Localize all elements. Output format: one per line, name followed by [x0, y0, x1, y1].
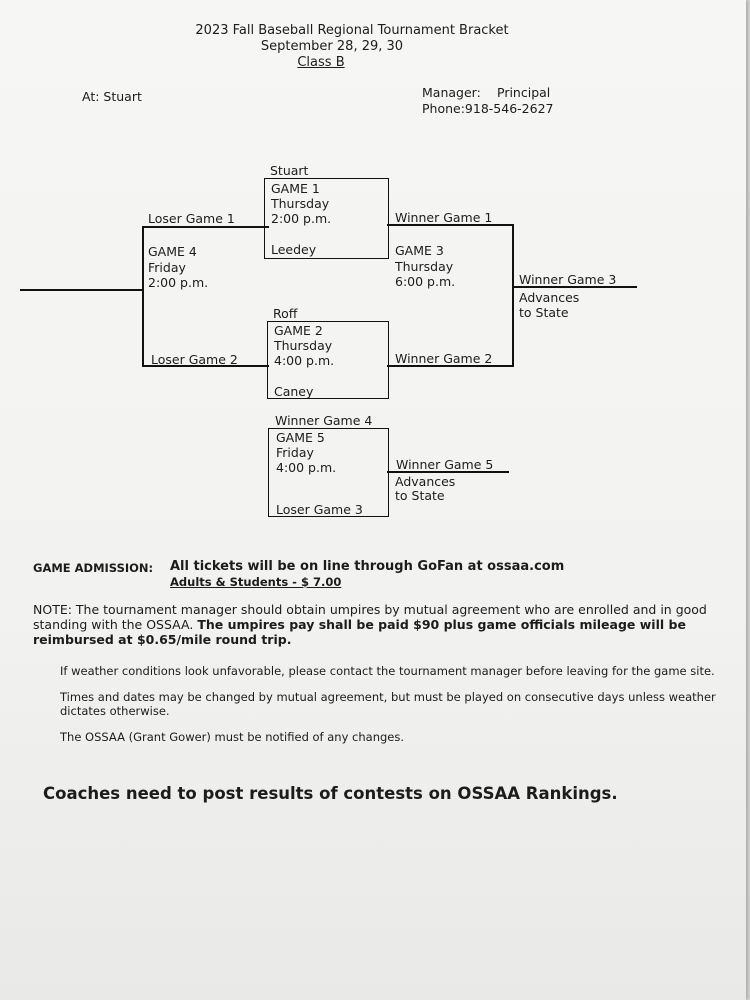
note-paragraph: NOTE: The tournament manager should obta…	[33, 602, 723, 647]
tournament-title: 2023 Fall Baseball Regional Tournament B…	[195, 23, 509, 38]
game5-advances: Advances	[395, 474, 456, 489]
game5-team-bottom: Loser Game 3	[276, 502, 363, 517]
site-location: At: Stuart	[82, 89, 142, 104]
game3-to-state: to State	[519, 305, 569, 320]
game3-time: 6:00 p.m.	[395, 274, 456, 289]
game2-time: 4:00 p.m.	[274, 353, 335, 368]
bracket-line	[142, 226, 269, 228]
game5-winner-label: Winner Game 5	[396, 457, 494, 472]
game1-time: 2:00 p.m.	[271, 211, 332, 226]
game5-time: 4:00 p.m.	[276, 460, 337, 475]
footer-note: Coaches need to post results of contests…	[43, 784, 618, 803]
rule-notify: The OSSAA (Grant Gower) must be notified…	[60, 730, 405, 744]
game5-box: GAME 5 Friday 4:00 p.m. Loser Game 3	[268, 428, 389, 517]
admission-price: Adults & Students - $ 7.00	[170, 575, 342, 589]
note-bold: The umpires pay shall be paid $90 plus g…	[33, 617, 686, 647]
bracket-line	[512, 286, 637, 288]
game3-winner-label: Winner Game 3	[519, 272, 617, 287]
game4-top-label: Loser Game 1	[148, 211, 235, 226]
game3-top-label: Winner Game 1	[395, 210, 493, 225]
game4-label: GAME 4	[148, 244, 197, 259]
game3-label: GAME 3	[395, 243, 444, 258]
game5-day: Friday	[276, 445, 314, 460]
game5-team-top: Winner Game 4	[275, 413, 373, 428]
manager-name: Principal	[497, 85, 551, 100]
bracket-line	[387, 365, 513, 367]
tournament-class: Class B	[297, 55, 345, 70]
game1-day: Thursday	[271, 196, 330, 211]
game2-day: Thursday	[274, 338, 333, 353]
game2-team-top: Roff	[273, 306, 298, 321]
game3-day: Thursday	[395, 259, 454, 274]
bracket-line	[142, 365, 269, 367]
game2-team-bottom: Caney	[274, 384, 314, 399]
admission-text: All tickets will be on line through GoFa…	[170, 559, 565, 574]
game3-bottom-label: Winner Game 2	[395, 351, 493, 366]
game2-box: GAME 2 Thursday 4:00 p.m. Caney	[267, 321, 389, 399]
manager-label: Manager:	[422, 85, 481, 100]
game1-label: GAME 1	[271, 181, 320, 196]
game5-label: GAME 5	[276, 430, 325, 445]
game5-to-state: to State	[395, 488, 445, 503]
rule-weather: If weather conditions look unfavorable, …	[60, 664, 715, 678]
bracket-line	[512, 224, 514, 367]
bracket-line	[20, 289, 143, 291]
rule-dates: Times and dates may be changed by mutual…	[60, 690, 716, 718]
game4-bottom-label: Loser Game 2	[151, 352, 238, 367]
bracket-line	[387, 224, 513, 226]
game1-team-top: Stuart	[270, 163, 309, 178]
game4-day: Friday	[148, 260, 186, 275]
tournament-dates: September 28, 29, 30	[260, 39, 404, 54]
game2-label: GAME 2	[274, 323, 323, 338]
game4-time: 2:00 p.m.	[148, 275, 209, 290]
game1-box: GAME 1 Thursday 2:00 p.m. Leedey	[264, 178, 389, 259]
admission-label: GAME ADMISSION:	[33, 561, 154, 575]
note-plain: NOTE: The tournament manager should obta…	[33, 602, 707, 632]
bracket-line	[142, 226, 144, 366]
manager-phone: Phone:918-546-2627	[422, 101, 554, 116]
game3-advances: Advances	[519, 290, 580, 305]
game1-team-bottom: Leedey	[271, 242, 317, 257]
bracket-line	[387, 471, 509, 473]
